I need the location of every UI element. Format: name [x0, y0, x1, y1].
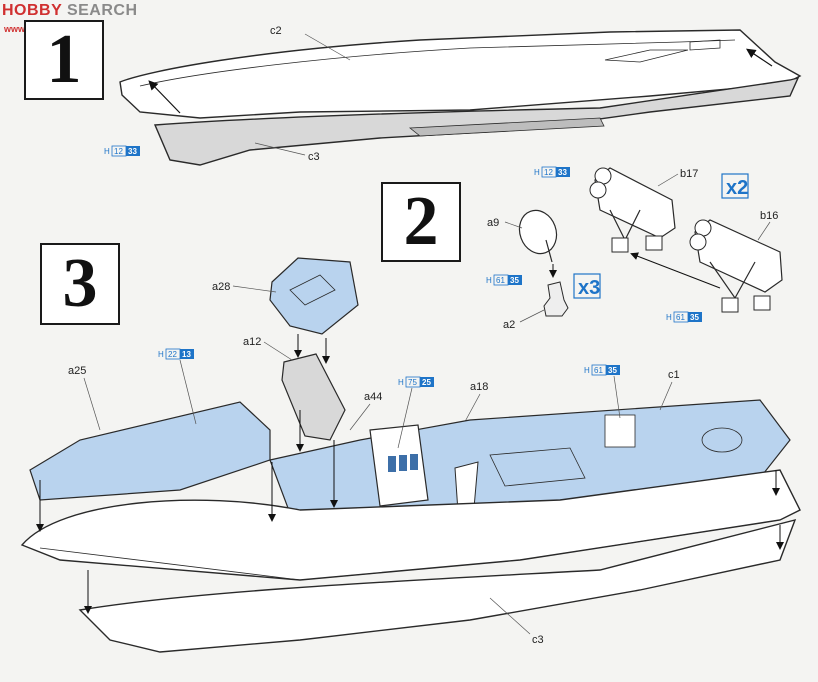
paint-p6-h: H	[398, 378, 404, 387]
a12-leader	[263, 341, 293, 361]
paint-p5-h: H	[158, 350, 164, 359]
a9-leader	[504, 221, 523, 229]
part-a9-dish	[518, 209, 558, 263]
a2-leader	[519, 309, 545, 323]
paint-code-p5: H 22 13	[158, 348, 194, 360]
paint-p1-n: 33	[128, 147, 137, 156]
step3-hull-middle	[20, 469, 801, 581]
watermark-brand: HOBBY	[2, 2, 62, 19]
c3-bottom-leader	[489, 597, 531, 635]
paint-code-p7: H 61 35	[584, 364, 620, 376]
multiplier-x3: x3	[578, 277, 600, 299]
paint-p2-hnum: 12	[544, 168, 553, 177]
step1-upper-hull-c2	[119, 29, 802, 119]
paint-code-p3: H 61 35	[486, 274, 522, 286]
paint-code-p2: H 12 33	[534, 166, 570, 178]
multiplier-x2-box	[721, 173, 749, 199]
label-c2: c2	[270, 25, 282, 37]
a28-leader	[232, 285, 277, 293]
step3-hull-lower-c3	[78, 518, 797, 653]
label-a44: a44	[364, 391, 382, 403]
label-a2: a2	[503, 319, 515, 331]
paint-p4-h: H	[666, 313, 672, 322]
paint-p7-hnum: 61	[594, 366, 603, 375]
part-a12-block	[281, 353, 346, 441]
step1-arrow-right	[746, 48, 773, 67]
paint-p6-n: 25	[422, 378, 431, 387]
p7-leader	[613, 375, 621, 419]
paint-p3-n: 35	[510, 276, 519, 285]
watermark: HOBBY SEARCH	[2, 2, 138, 20]
paint-p1-h: H	[104, 147, 110, 156]
a44-leader	[349, 403, 371, 431]
label-a25: a25	[68, 365, 86, 377]
paint-p4-hnum: 61	[676, 313, 685, 322]
paint-p2-n: 33	[558, 168, 567, 177]
multiplier-x2: x2	[726, 177, 748, 199]
step-1-box: 1	[24, 20, 104, 100]
label-a12: a12	[243, 336, 261, 348]
paint-p3-h: H	[486, 276, 492, 285]
c2-leader	[304, 33, 351, 61]
label-c1: c1	[668, 369, 680, 381]
label-a28: a28	[212, 281, 230, 293]
paint-p7-h: H	[584, 366, 590, 375]
paint-p7-n: 35	[608, 366, 617, 375]
superstructure	[369, 424, 479, 513]
step-2-box: 2	[381, 182, 461, 262]
label-a9: a9	[487, 217, 499, 229]
paint-p2-h: H	[534, 168, 540, 177]
watermark-brand-suffix: SEARCH	[66, 2, 138, 19]
paint-p5-n: 13	[182, 350, 191, 359]
paint-p5-hnum: 22	[168, 350, 177, 359]
paint-code-p1: H 12 33	[104, 145, 140, 157]
c3-top-leader	[254, 142, 306, 156]
label-b16: b16	[760, 210, 778, 222]
paint-p6-hnum: 75	[408, 378, 417, 387]
b-launcher-arrow	[630, 252, 721, 289]
paint-code-p4: H 61 35	[666, 311, 702, 323]
p5-leader	[179, 359, 197, 425]
paint-p1-hnum: 12	[114, 147, 123, 156]
step1-lower-hull-c3	[153, 76, 800, 166]
b17-leader	[657, 173, 679, 187]
label-b17: b17	[680, 168, 698, 180]
c1-leader	[659, 381, 673, 411]
paint-p4-n: 35	[690, 313, 699, 322]
step1-arrow-left	[148, 80, 181, 114]
p6-leader	[397, 387, 413, 449]
label-a18: a18	[470, 381, 488, 393]
a25-leader	[83, 377, 101, 431]
label-c3-top: c3	[308, 151, 320, 163]
multiplier-x3-box	[573, 273, 601, 299]
paint-code-p6: H 75 25	[398, 376, 434, 388]
step-3-box: 3	[40, 243, 120, 325]
paint-p3-hnum: 61	[496, 276, 505, 285]
part-a2-mount	[543, 281, 569, 317]
part-a28-plate	[269, 257, 359, 335]
b16-leader	[757, 221, 771, 241]
label-c3-bottom: c3	[532, 634, 544, 646]
part-b17-launcher	[589, 167, 676, 253]
part-b16-launcher	[689, 219, 783, 313]
